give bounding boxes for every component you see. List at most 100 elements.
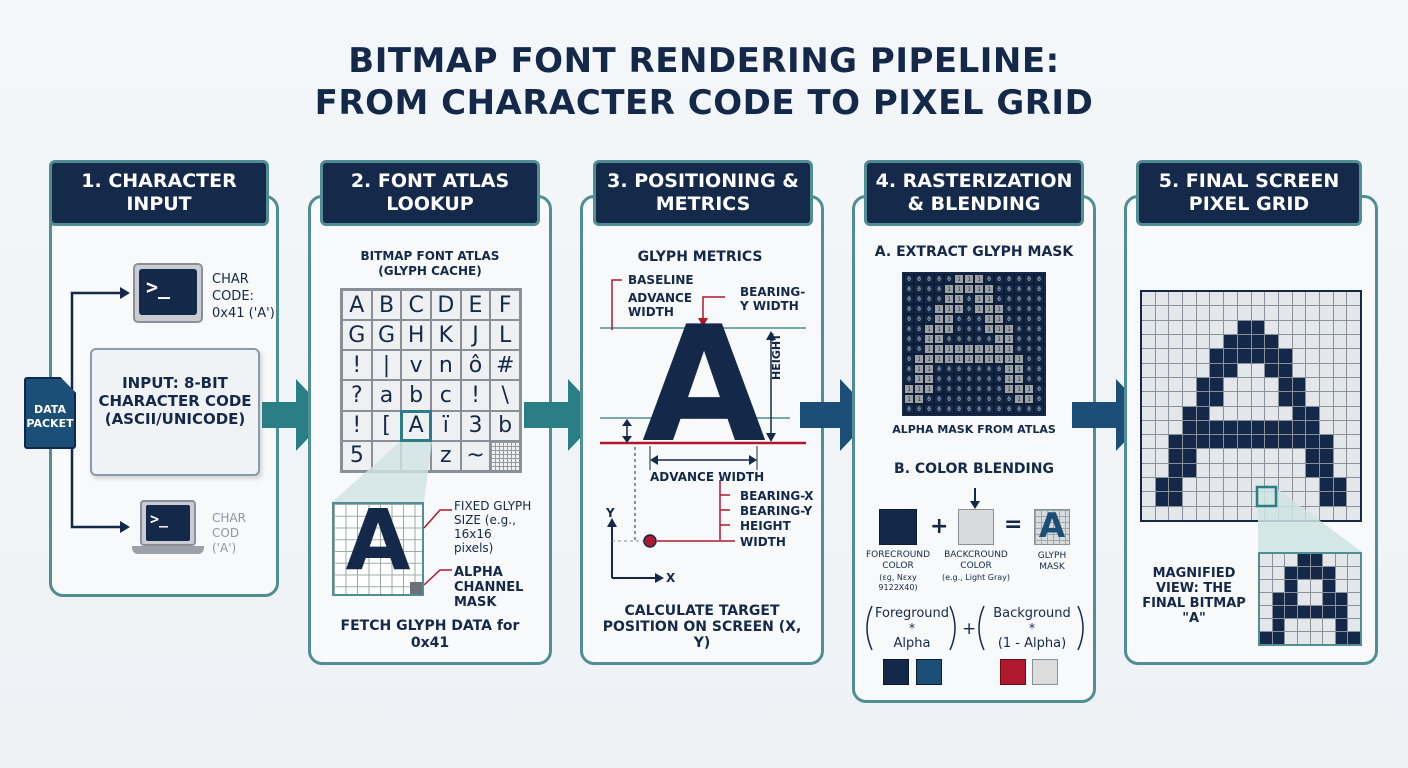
glyph-mask-swatch <box>1034 509 1070 545</box>
screen-pixel <box>1183 349 1196 363</box>
mask-pixel: 1 <box>924 334 934 344</box>
screen-pixel <box>1265 449 1278 463</box>
magnified-pixel <box>1310 606 1323 618</box>
mask-pixel: 1 <box>904 394 914 404</box>
screen-pixel <box>1306 392 1319 406</box>
mask-pixel: 0 <box>914 344 924 354</box>
screen-pixel <box>1224 492 1237 506</box>
fixed-size-text: FIXED GLYPH SIZE (e.g., 16x16 pixels) <box>454 499 532 555</box>
alpha-from-atlas-label: ALPHA MASK FROM ATLAS <box>892 423 1056 436</box>
screen-pixel <box>1155 363 1169 377</box>
screen-pixel <box>1237 306 1251 320</box>
atlas-cell: ! <box>460 380 491 411</box>
mask-pixel: 1 <box>974 304 984 314</box>
mask-pixel: 0 <box>904 324 914 334</box>
atlas-cell: 3 <box>460 410 491 441</box>
mask-pixel: 0 <box>934 294 944 304</box>
screen-pixel <box>1155 435 1169 449</box>
screen-pixel <box>1142 320 1155 334</box>
screen-pixel <box>1292 363 1306 377</box>
mask-pixel: 0 <box>994 394 1004 404</box>
magnified-pixel <box>1272 593 1285 605</box>
final-pixel-grid <box>1140 290 1362 522</box>
magnified-pixel <box>1335 567 1348 579</box>
screen-pixel <box>1183 506 1196 520</box>
data-packet-label: DATA PACKET <box>26 403 74 430</box>
atlas-cell: \ <box>490 380 520 411</box>
screen-pixel <box>1183 320 1196 334</box>
screen-pixel <box>1210 349 1224 363</box>
atlas-cell: D <box>430 290 461 321</box>
atlas-cell: ? <box>342 380 372 411</box>
screen-pixel <box>1210 392 1224 406</box>
screen-pixel <box>1210 320 1224 334</box>
mask-pixel: 1 <box>1014 354 1024 364</box>
mask-pixel: 0 <box>994 274 1004 284</box>
screen-pixel <box>1183 306 1196 320</box>
mask-pixel: 1 <box>984 314 994 324</box>
screen-pixel <box>1319 478 1333 492</box>
screen-pixel <box>1319 292 1333 306</box>
screen-pixel <box>1169 435 1183 449</box>
mask-pixel: 0 <box>1004 284 1014 294</box>
mask-pixel: 1 <box>1014 374 1024 384</box>
mask-pixel: 0 <box>954 364 964 374</box>
screen-pixel <box>1224 435 1237 449</box>
mask-pixel: 0 <box>964 374 974 384</box>
screen-pixel <box>1142 334 1155 349</box>
mask-pixel: 0 <box>1034 404 1044 414</box>
screen-pixel <box>1224 406 1237 420</box>
screen-pixel <box>1142 377 1155 392</box>
magnified-pixel <box>1272 632 1285 644</box>
swatch-navy <box>883 659 909 685</box>
atlas-cell: G <box>371 320 402 351</box>
screen-pixel <box>1183 492 1196 506</box>
screen-pixel <box>1142 420 1155 435</box>
metrics-glyph: A <box>642 291 766 478</box>
mask-pixel: 0 <box>984 404 994 414</box>
screen-pixel <box>1142 306 1155 320</box>
mask-pixel: 0 <box>914 274 924 284</box>
mask-pixel: 0 <box>934 374 944 384</box>
mask-pixel: 0 <box>1024 284 1034 294</box>
mask-pixel: 0 <box>984 364 994 374</box>
screen-pixel <box>1347 392 1360 406</box>
mask-pixel: 0 <box>954 334 964 344</box>
bearing-y-label: BEARING-Y <box>740 504 813 518</box>
screen-pixel <box>1237 420 1251 435</box>
screen-pixel <box>1319 377 1333 392</box>
mask-pixel: 1 <box>944 344 954 354</box>
mask-pixel: 0 <box>1034 364 1044 374</box>
laptop-prompt: >_ <box>150 510 169 528</box>
screen-pixel <box>1169 406 1183 420</box>
screen-pixel <box>1278 292 1292 306</box>
title-line-1: BITMAP FONT RENDERING PIPELINE: <box>348 41 1060 81</box>
mask-pixel: 1 <box>984 354 994 364</box>
screen-pixel <box>1333 320 1347 334</box>
atlas-cell: H <box>401 320 431 351</box>
screen-pixel <box>1333 506 1347 520</box>
magnified-pixel <box>1348 619 1360 631</box>
screen-pixel <box>1306 435 1319 449</box>
screen-pixel <box>1265 363 1278 377</box>
mask-pixel: 1 <box>944 294 954 304</box>
mask-pixel: 1 <box>984 304 994 314</box>
magnified-pixel <box>1260 580 1272 592</box>
screen-pixel <box>1265 392 1278 406</box>
atlas-cell: | <box>371 350 402 381</box>
magnified-pixel <box>1260 606 1272 618</box>
screen-pixel <box>1265 306 1278 320</box>
screen-pixel <box>1183 406 1196 420</box>
screen-pixel <box>1210 420 1224 435</box>
mask-pixel: 0 <box>1024 294 1034 304</box>
mask-pixel: 0 <box>1034 314 1044 324</box>
mask-pixel: 0 <box>934 404 944 414</box>
magnified-pixel <box>1348 593 1360 605</box>
mask-pixel: 0 <box>1034 294 1044 304</box>
mask-pixel: 0 <box>934 274 944 284</box>
magnified-pixel <box>1335 554 1348 566</box>
screen-pixel <box>1155 492 1169 506</box>
screen-pixel <box>1183 435 1196 449</box>
